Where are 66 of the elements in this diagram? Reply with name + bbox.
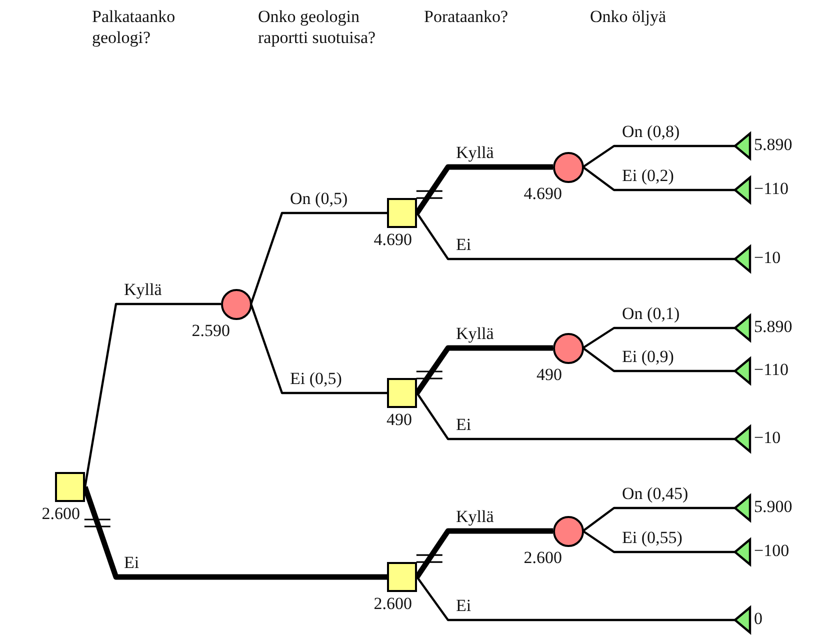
expected-value: 2.600: [524, 548, 562, 568]
edge-label: Kyllä: [456, 143, 494, 163]
branch-line: [582, 166, 735, 192]
expected-value: −10: [754, 428, 781, 448]
edge-label: On (0,8): [622, 122, 680, 142]
end-triangle: [734, 357, 752, 385]
edge-label: Kyllä: [456, 324, 494, 344]
edge-label: Kyllä: [456, 507, 494, 527]
end-triangle: [734, 606, 752, 634]
end-triangle: [734, 176, 752, 204]
column-heading: Onko öljyä: [590, 6, 668, 27]
decision-square: [387, 562, 417, 592]
expected-value: 2.600: [374, 594, 412, 614]
edge-label: Ei: [456, 596, 472, 616]
branch-line: [250, 304, 387, 394]
branch-line: [84, 302, 221, 488]
edge-label: On (0,5): [290, 189, 348, 209]
expected-value: 490: [386, 410, 412, 430]
expected-value: 5.900: [754, 497, 792, 517]
chance-circle: [552, 152, 584, 182]
decision-square: [387, 198, 417, 228]
branch-line: [416, 212, 735, 260]
edge-label: Kyllä: [124, 280, 162, 300]
branch-line: [582, 144, 735, 168]
column-heading: Onko geologin raportti suotuisa?: [258, 6, 377, 48]
chance-circle: [220, 288, 252, 320]
edge-label: On (0,45): [622, 484, 688, 504]
end-triangle: [734, 494, 752, 522]
expected-value: −100: [754, 541, 790, 561]
expected-value: 4.690: [524, 184, 562, 204]
edge-label: Ei (0,55): [622, 528, 682, 548]
end-triangle: [734, 425, 752, 453]
chance-circle: [552, 332, 584, 364]
branch-line: [582, 530, 735, 554]
expected-value: 0: [754, 609, 762, 629]
branch-line: [582, 326, 735, 349]
expected-value: 5.890: [754, 135, 792, 155]
edge-label: Ei: [124, 553, 140, 573]
branch-line: [416, 392, 735, 440]
branch-line: [416, 576, 735, 622]
column-heading: Palkataanko geologi?: [92, 6, 176, 48]
expected-value: 2.590: [192, 321, 230, 341]
edge-label: Ei: [456, 415, 472, 435]
decision-square: [55, 472, 85, 502]
end-triangle: [734, 314, 752, 342]
expected-value: −110: [754, 360, 788, 380]
edge-label: Ei: [456, 235, 472, 255]
end-triangle: [734, 538, 752, 566]
edge-label: On (0,1): [622, 304, 680, 324]
branch-line: [250, 212, 387, 304]
expected-value: 2.600: [42, 504, 80, 524]
branch-line: [582, 506, 735, 532]
expected-value: 490: [536, 365, 562, 385]
expected-value: −10: [754, 248, 781, 268]
edge-label: Ei (0,9): [622, 347, 674, 367]
decision-square: [387, 378, 417, 408]
branch-line: [582, 347, 735, 372]
edge-label: Ei (0,2): [622, 166, 674, 186]
expected-value: 4.690: [374, 230, 412, 250]
edge-label: Ei (0,5): [290, 369, 342, 389]
end-triangle: [734, 245, 752, 273]
expected-value: 5.890: [754, 317, 792, 337]
end-triangle: [734, 132, 752, 160]
chance-circle: [552, 516, 584, 546]
expected-value: −110: [754, 179, 788, 199]
column-heading: Porataanko?: [424, 6, 510, 27]
